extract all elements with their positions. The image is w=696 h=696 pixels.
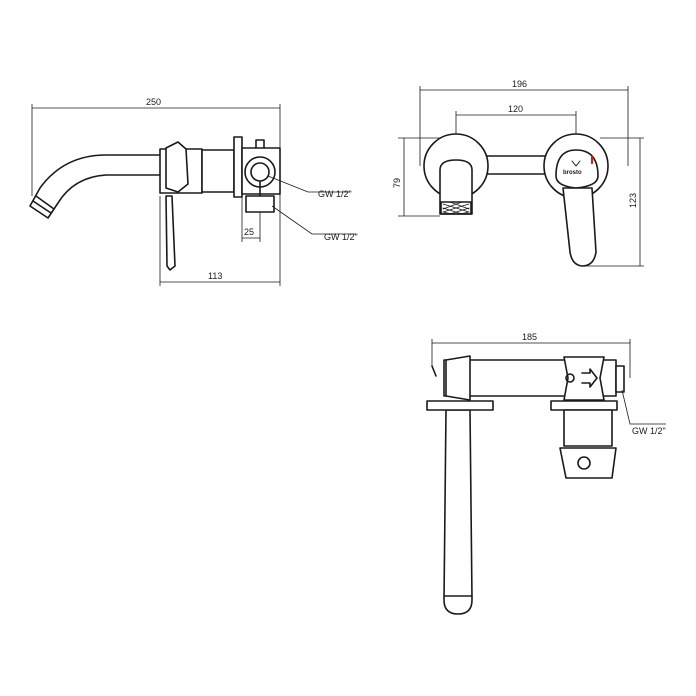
top-mixer-sleeve	[563, 409, 613, 447]
top-end-cap	[615, 365, 625, 393]
label-thread-side-lower: GW 1/2"	[324, 232, 358, 242]
top-view: 185 GW 1/2"	[426, 332, 666, 615]
top-indicator-dot	[565, 373, 575, 383]
top-spout-plate	[426, 400, 494, 411]
front-view: brosto 196 120 79 123	[392, 79, 644, 267]
dim-side-250: 250	[146, 97, 161, 107]
front-brand-logo: brosto	[563, 170, 582, 176]
top-spout-head	[445, 355, 471, 401]
dim-front-79: 79	[392, 178, 402, 188]
side-tab-upper	[255, 139, 265, 149]
top-cartridge	[563, 356, 605, 401]
dim-top-185: 185	[522, 332, 537, 342]
top-spout-pipe	[443, 409, 473, 615]
label-thread-side-upper: GW 1/2"	[318, 189, 352, 199]
front-lever-cap	[555, 149, 599, 189]
side-view: 250 113 25 GW 1/2" GW 1/2"	[29, 97, 358, 286]
side-lever-head	[165, 141, 189, 193]
top-arrow-icon	[581, 368, 598, 388]
dim-side-113: 113	[208, 271, 222, 281]
side-spout	[29, 154, 161, 219]
dim-front-196: 196	[512, 79, 527, 89]
top-mixer-plate	[550, 400, 618, 411]
dim-side-25: 25	[244, 227, 254, 237]
side-flange-collar	[201, 149, 235, 193]
front-lever	[562, 187, 597, 267]
side-spout-aerator	[32, 195, 55, 214]
label-thread-top: GW 1/2"	[632, 426, 666, 436]
top-mixer-handle	[559, 447, 617, 479]
dim-front-120: 120	[508, 104, 523, 114]
side-wall-plate	[233, 136, 243, 198]
side-box-lower	[245, 195, 275, 213]
side-handle	[165, 195, 176, 271]
front-spout-nozzle	[439, 159, 473, 215]
top-mixer-hole	[577, 456, 591, 470]
front-aerator	[440, 201, 472, 215]
front-logo-mark	[571, 160, 581, 167]
dim-front-123: 123	[628, 193, 638, 208]
